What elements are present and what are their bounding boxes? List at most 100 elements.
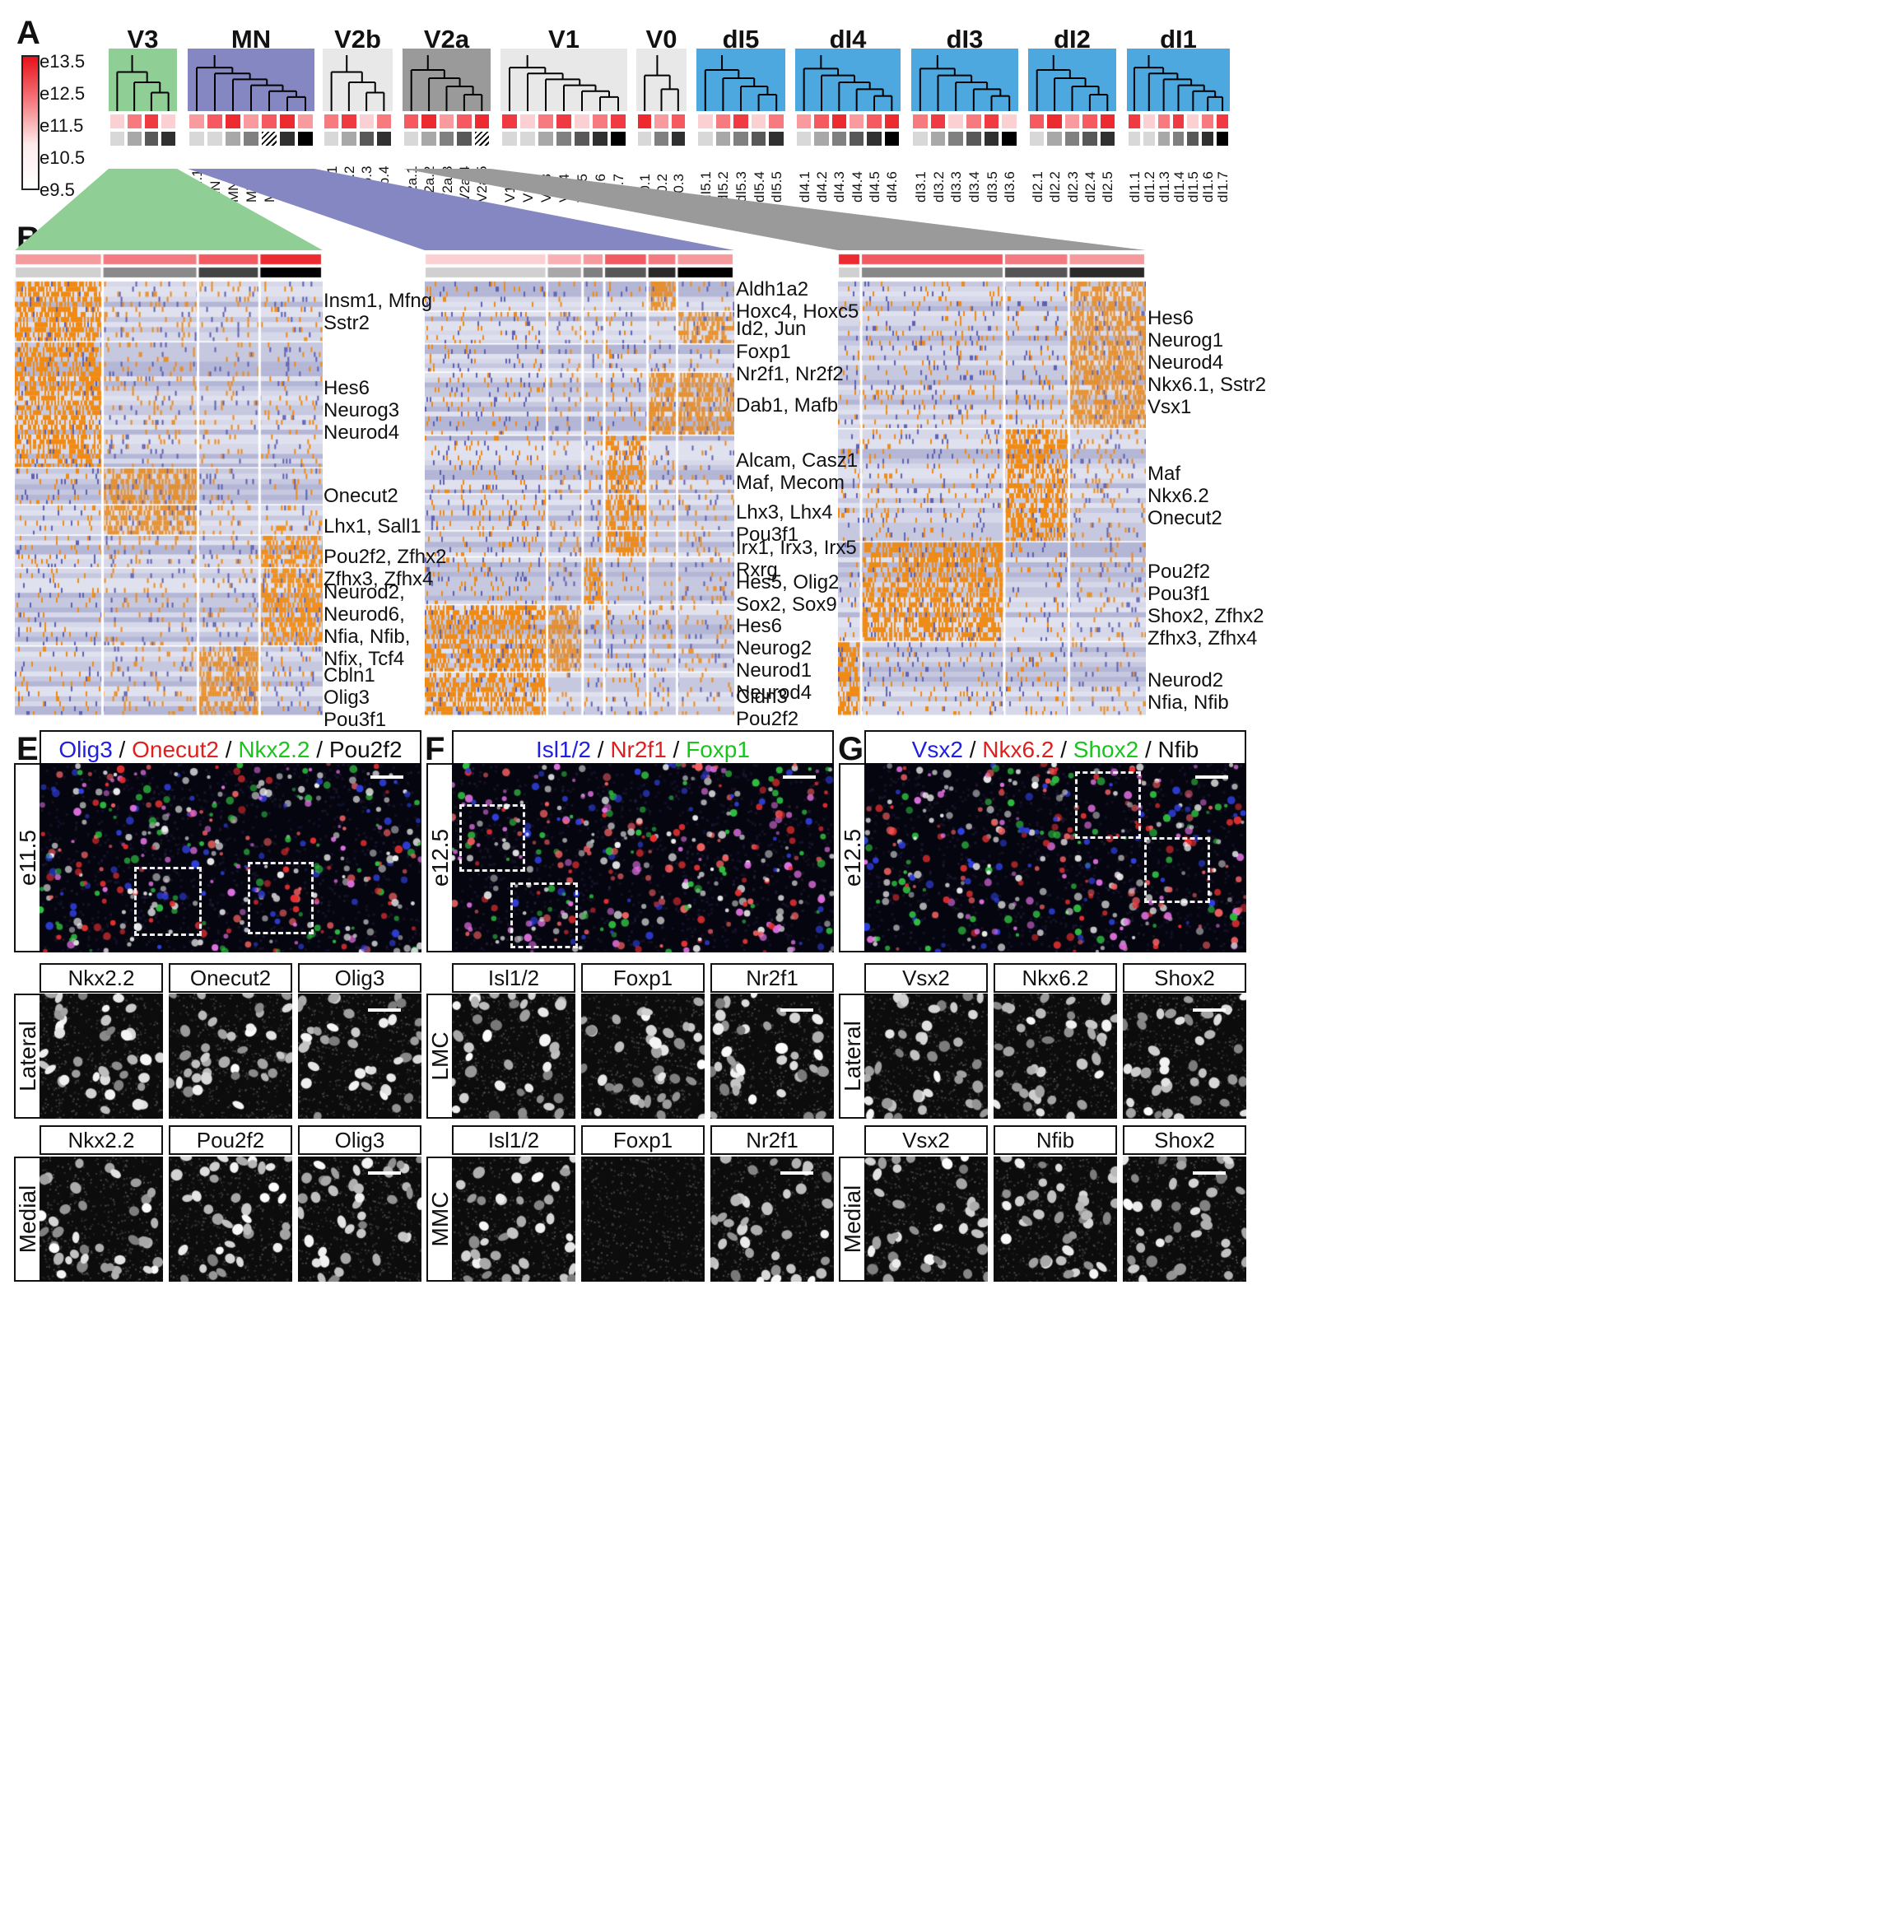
age-cell (502, 114, 517, 128)
age-cell (342, 114, 356, 128)
dendrogram-mn (196, 55, 306, 111)
subcluster-cell (884, 132, 899, 146)
age-cell (1172, 114, 1185, 128)
dendrogram-v0 (644, 55, 679, 111)
age-cell (1100, 114, 1115, 128)
subcluster-cell (207, 132, 222, 146)
subcluster-cell (1064, 132, 1080, 146)
channel-label: Shox2 (1123, 1125, 1246, 1155)
age-cell (611, 114, 626, 128)
channel-label: Foxp1 (581, 1125, 705, 1155)
subcluster-cell (262, 132, 277, 146)
heatmap-c-label-4: Dab1, Mafb (736, 394, 839, 417)
scale-bar (783, 775, 816, 779)
age-cell (1047, 114, 1062, 128)
channel-image (710, 1157, 834, 1282)
subcluster-cell (611, 132, 626, 146)
age-cell (698, 114, 713, 128)
heatmap-v3 (15, 251, 323, 716)
scale-bar (1193, 1171, 1226, 1175)
dendrogram-box-di3 (911, 49, 1018, 111)
colorbar-ticks: e13.5 e12.5 e11.5 e10.5 e9.5 (40, 51, 86, 200)
subcluster-cell (751, 132, 766, 146)
age-cell (1129, 114, 1140, 128)
channel-image (169, 994, 292, 1119)
channel-image (581, 994, 705, 1119)
scale-bar (780, 1008, 813, 1012)
channel-image (710, 994, 834, 1119)
region-label-f-1: LMC (426, 994, 454, 1119)
subcluster-cell (457, 132, 472, 146)
age-cell (457, 114, 472, 128)
age-cell (1187, 114, 1199, 128)
subcluster-cell (966, 132, 981, 146)
channel-image (298, 994, 421, 1119)
subcluster-cell (1100, 132, 1115, 146)
dendrogram-di3 (919, 55, 1011, 111)
scale-bar (370, 775, 403, 779)
panel-label-f: F (425, 731, 445, 767)
heatmap-mn (425, 251, 734, 716)
age-cell (814, 114, 829, 128)
zoom-connector-v3 (15, 169, 323, 250)
subcluster-cell (556, 132, 571, 146)
channel-image (298, 1157, 421, 1282)
scale-bar (368, 1171, 401, 1175)
subcluster-cell (913, 132, 928, 146)
dendrogram-box-v3 (109, 49, 177, 111)
subcluster-cell (1172, 132, 1185, 146)
age-cell (244, 114, 258, 128)
heatmap-b-label-4: Lhx1, Sall1 (324, 515, 421, 538)
scale-bar (368, 1008, 401, 1012)
age-cell (913, 114, 928, 128)
subcluster-cell (575, 132, 589, 146)
subcluster-cell (324, 132, 339, 146)
subcluster-cell (814, 132, 829, 146)
medial-inset-box (248, 862, 314, 934)
channel-label: Foxp1 (581, 963, 705, 993)
heatmap-b-label-3: Onecut2 (324, 485, 398, 507)
channel-label: Shox2 (1123, 963, 1246, 993)
overview-image-e (40, 763, 421, 952)
age-cell (161, 114, 175, 128)
subcluster-cell (1217, 132, 1228, 146)
subcluster-cell (1030, 132, 1045, 146)
scale-bar (780, 1171, 813, 1175)
age-cell (1082, 114, 1097, 128)
subcluster-cell (404, 132, 419, 146)
subcluster-cell (359, 132, 374, 146)
region-label-g-1: Lateral (839, 994, 867, 1119)
subcluster-cell (593, 132, 608, 146)
heatmap-v2a (838, 251, 1146, 716)
subcluster-cell (930, 132, 946, 146)
region-label-e-1: Lateral (14, 994, 42, 1119)
age-cell (884, 114, 899, 128)
colorbar (21, 55, 40, 190)
dendrogram-di2 (1036, 55, 1109, 111)
subcluster-cell (1157, 132, 1170, 146)
zoom-connector-v2a (403, 169, 1146, 250)
dendrogram-v3 (116, 55, 170, 111)
subcluster-cell (421, 132, 436, 146)
age-cell (404, 114, 419, 128)
age-cell (1030, 114, 1045, 128)
region-label-g-2: Medial (839, 1157, 867, 1282)
subcluster-cell (1002, 132, 1017, 146)
age-cell (638, 114, 652, 128)
subcluster-cell (1143, 132, 1155, 146)
overview-image-f (452, 763, 834, 952)
subcluster-cell (298, 132, 313, 146)
age-cell (751, 114, 766, 128)
subcluster-cell (733, 132, 748, 146)
age-cell (1202, 114, 1214, 128)
age-cell (575, 114, 589, 128)
channel-image (864, 994, 988, 1119)
